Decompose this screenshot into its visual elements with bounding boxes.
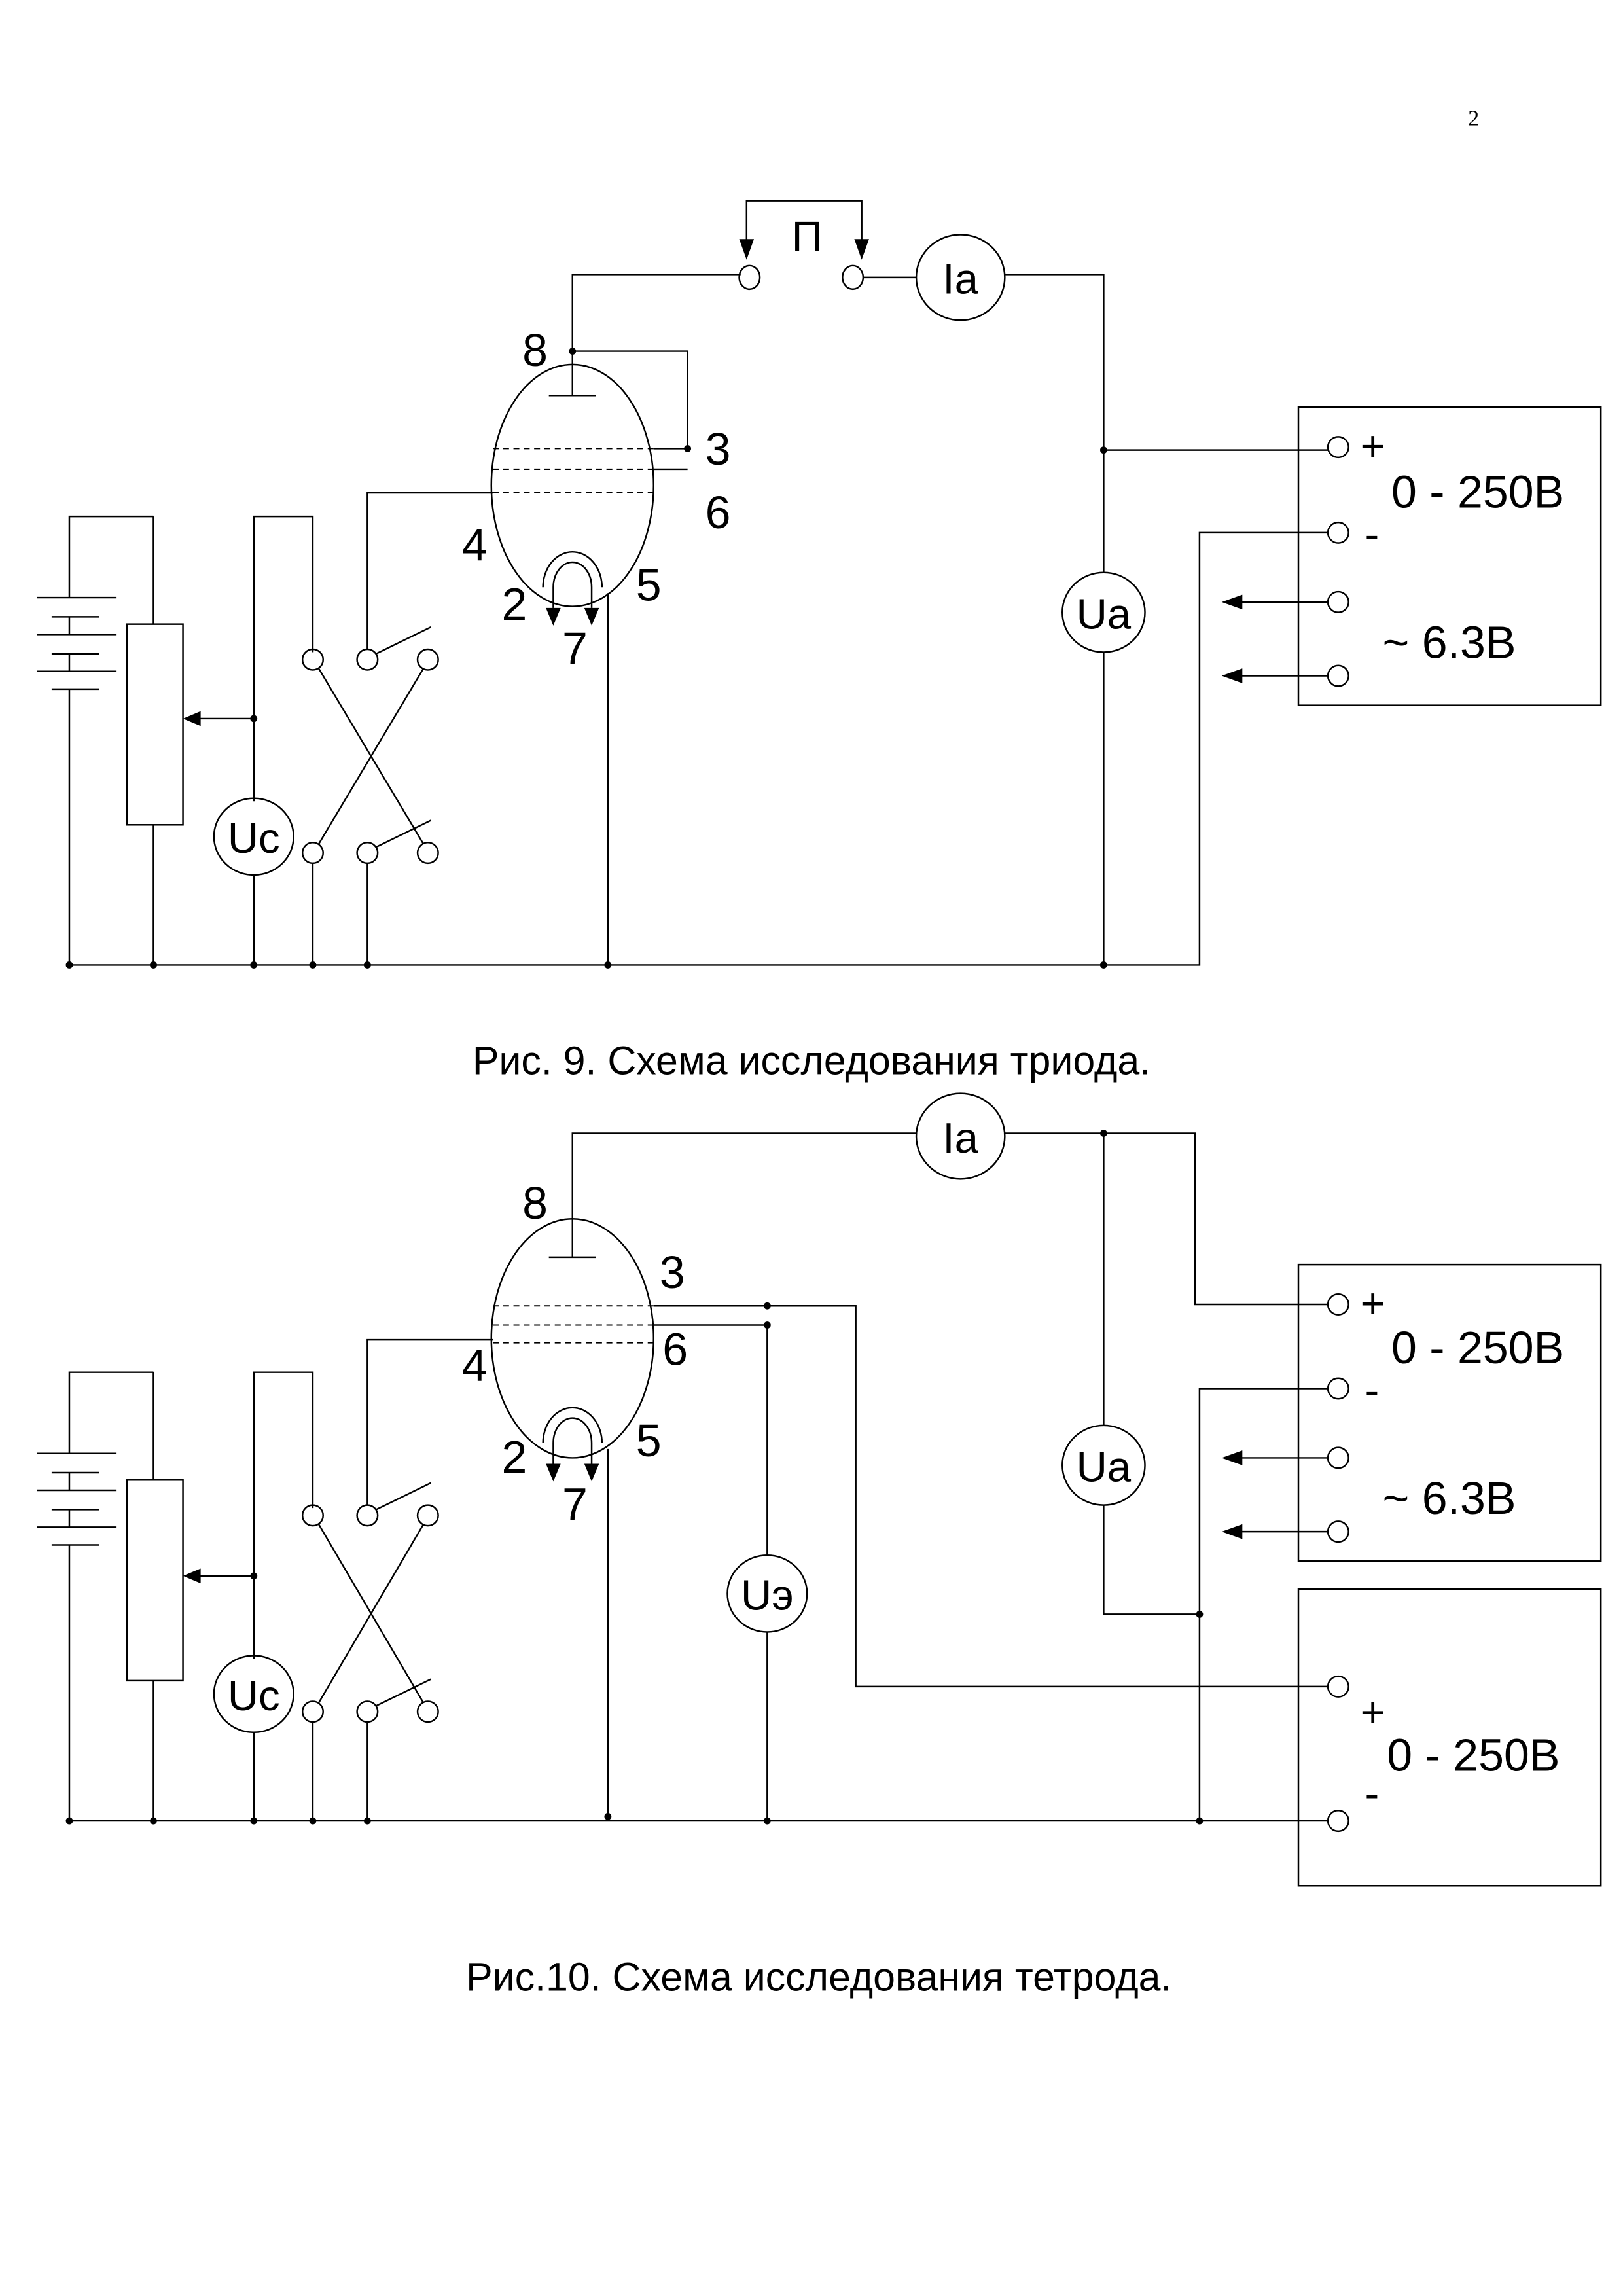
uc-meter-label: Uc bbox=[228, 814, 280, 862]
plus-terminal-label: + bbox=[1361, 422, 1385, 469]
pin-8-label: 8 bbox=[522, 325, 548, 376]
pin-5-label: 5 bbox=[636, 560, 662, 611]
pin-4-label: 4 bbox=[462, 520, 488, 571]
reversing-switch[interactable] bbox=[301, 626, 439, 865]
pin-8-label: 8 bbox=[522, 1177, 548, 1229]
pin-7-label: 7 bbox=[562, 1479, 588, 1530]
minus-terminal-label: - bbox=[1364, 1769, 1379, 1817]
dc-range-label: 0 - 250В bbox=[1387, 1729, 1560, 1780]
switch-p-label: П bbox=[792, 212, 823, 260]
figure-9-triode-circuit: Uc bbox=[37, 200, 1602, 1083]
potentiometer-icon bbox=[126, 1372, 258, 1821]
ia-meter-label: Ia bbox=[942, 1114, 978, 1162]
pin-5-label: 5 bbox=[636, 1415, 662, 1466]
power-supply-box: + - 0 - 250В ~ 6.3В bbox=[1221, 406, 1602, 706]
dc-range-label: 0 - 250В bbox=[1391, 1322, 1564, 1373]
figure-9-caption: Рис. 9. Схема исследования триода. bbox=[473, 1038, 1150, 1083]
pin-6-label: 6 bbox=[705, 487, 731, 538]
pin-3-label: 3 bbox=[660, 1247, 685, 1298]
power-supply-box-2: + - 0 - 250В bbox=[1297, 1588, 1602, 1887]
ue-meter-label: Uэ bbox=[741, 1571, 794, 1619]
page-number: 2 bbox=[1468, 107, 1479, 131]
jumper-switch-p[interactable]: П bbox=[738, 200, 869, 291]
plus-terminal-label: + bbox=[1361, 1279, 1385, 1327]
ia-meter-icon bbox=[915, 234, 1006, 321]
pin-4-label: 4 bbox=[462, 1340, 488, 1391]
ac-voltage-label: ~ 6.3В bbox=[1383, 1473, 1516, 1524]
figure-10-tetrode-circuit: Uc bbox=[37, 1092, 1602, 1999]
power-supply-box-1: + - 0 - 250В ~ 6.3В bbox=[1221, 1263, 1602, 1562]
battery-icon bbox=[37, 1371, 154, 1821]
dc-range-label: 0 - 250В bbox=[1391, 467, 1564, 518]
triode-tube-icon bbox=[490, 363, 655, 965]
figure-10-caption: Рис.10. Схема исследования тетрода. bbox=[466, 1954, 1171, 1999]
minus-terminal-label: - bbox=[1364, 1366, 1379, 1414]
pin-7-label: 7 bbox=[562, 623, 588, 674]
ua-meter-label: Ua bbox=[1077, 1443, 1132, 1491]
pin-2-label: 2 bbox=[502, 1431, 527, 1482]
potentiometer-icon bbox=[126, 516, 258, 965]
battery-icon bbox=[37, 515, 154, 965]
minus-terminal-label: - bbox=[1364, 511, 1379, 558]
pin-2-label: 2 bbox=[502, 579, 527, 630]
uc-meter-label: Uc bbox=[228, 1672, 280, 1719]
plus-terminal-label: + bbox=[1361, 1688, 1385, 1736]
pin-3-label: 3 bbox=[705, 423, 731, 475]
reversing-switch[interactable] bbox=[301, 1482, 439, 1723]
ia-meter-icon bbox=[915, 1092, 1006, 1180]
pin-6-label: 6 bbox=[662, 1323, 688, 1374]
ac-voltage-label: ~ 6.3В bbox=[1383, 617, 1516, 668]
ia-meter-label: Ia bbox=[942, 255, 978, 303]
ua-meter-label: Ua bbox=[1077, 590, 1132, 637]
